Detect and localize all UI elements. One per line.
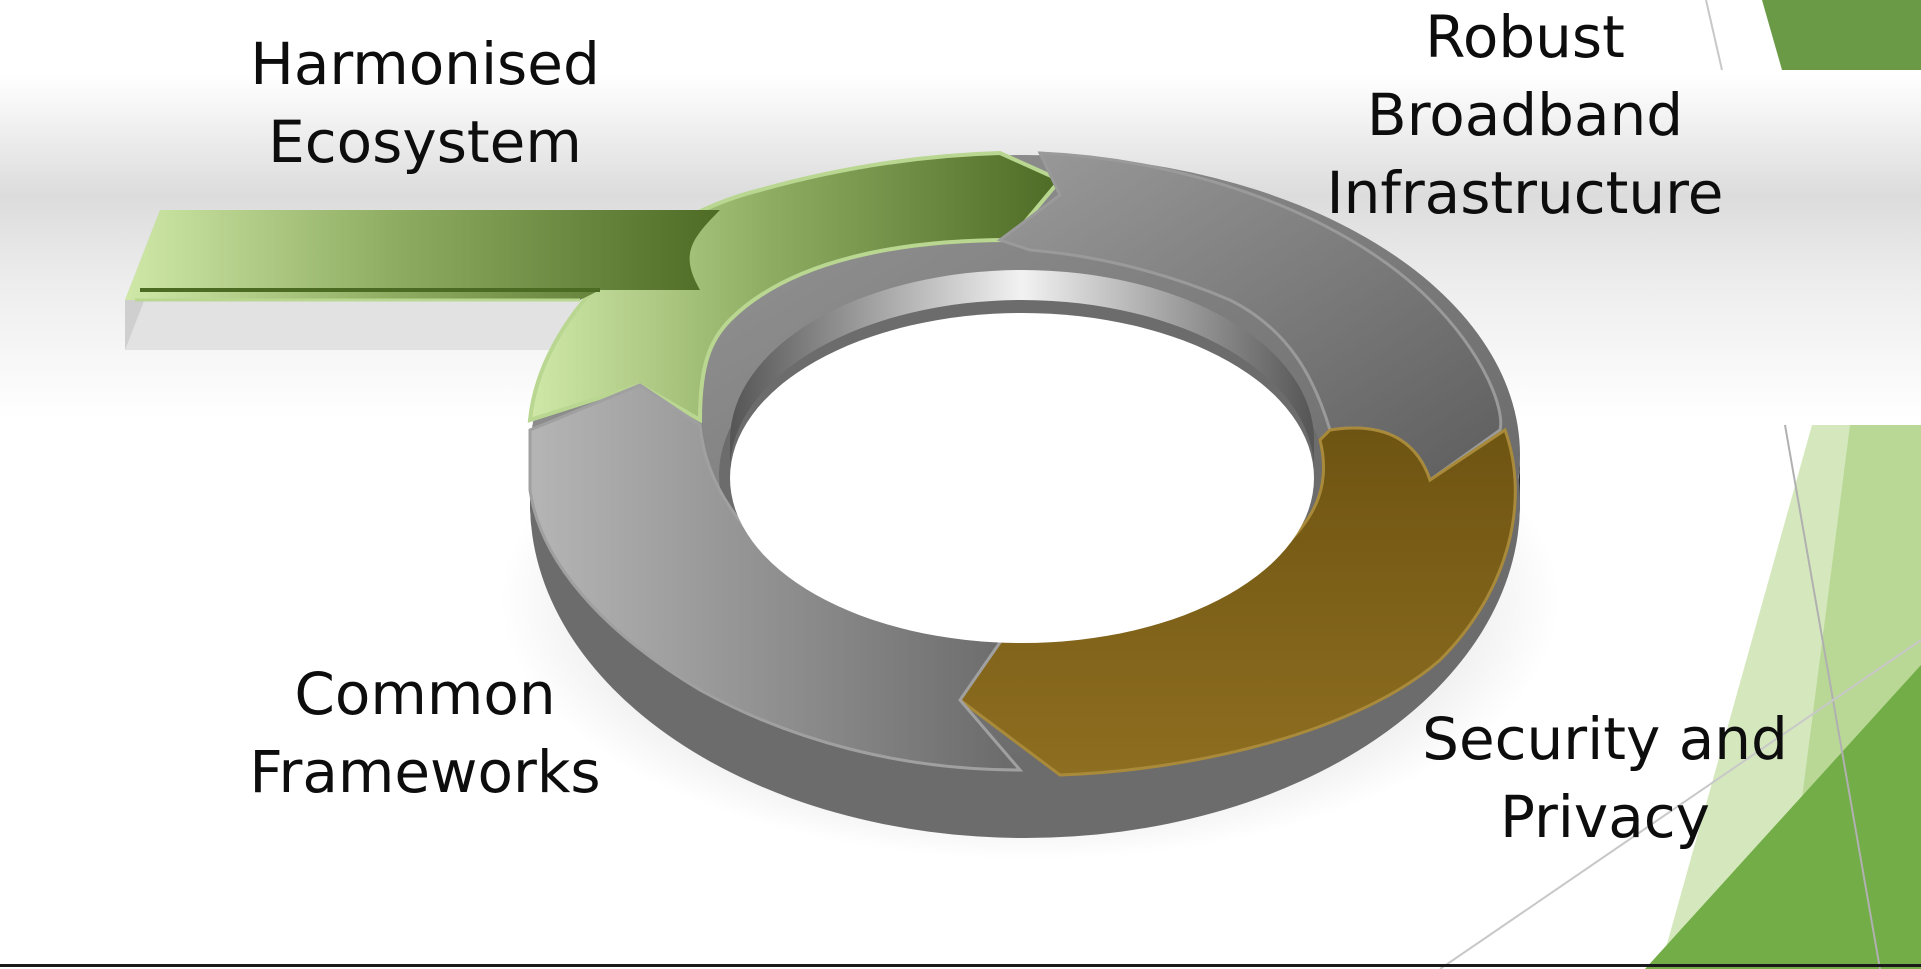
label-line: Ecosystem — [268, 108, 582, 176]
label-robust-broadband-infrastructure: Robust Broadband Infrastructure — [1300, 0, 1750, 232]
label-line: Broadband — [1366, 81, 1684, 149]
label-common-frameworks: Common Frameworks — [225, 655, 625, 811]
label-line: Harmonised — [250, 30, 600, 98]
corner-shape-top — [1762, 0, 1921, 70]
label-line: Privacy — [1500, 783, 1710, 851]
label-line: Common — [294, 660, 556, 728]
label-line: Frameworks — [249, 738, 601, 806]
label-line: Robust — [1425, 3, 1625, 71]
label-line: Security and — [1422, 705, 1788, 773]
bottom-divider — [0, 964, 1921, 967]
label-harmonised-ecosystem: Harmonised Ecosystem — [225, 25, 625, 181]
label-line: Infrastructure — [1326, 159, 1724, 227]
label-security-and-privacy: Security and Privacy — [1395, 700, 1815, 856]
corner-shape-dark — [1645, 665, 1921, 969]
